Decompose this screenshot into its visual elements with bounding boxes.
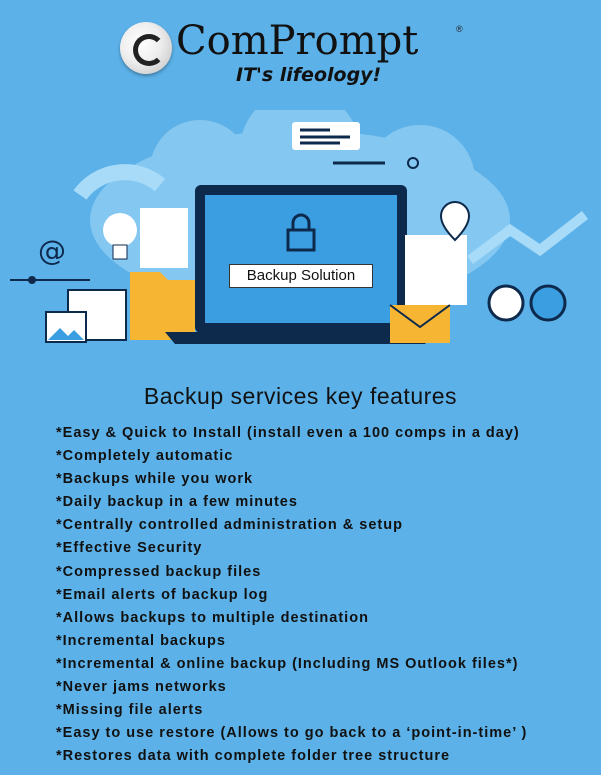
features-list: *Easy & Quick to Install (install even a… (56, 423, 527, 769)
feature-item: *Restores data with complete folder tree… (56, 748, 451, 765)
feature-item: *Centrally controlled administration & s… (56, 517, 403, 534)
lock-icon (286, 213, 316, 252)
feature-item: *Never jams networks (56, 679, 227, 696)
at-icon: @ (38, 234, 66, 267)
backup-illustration: @ (10, 110, 589, 344)
feature-item: *Incremental & online backup (Including … (56, 655, 519, 672)
pie-chart-icon (529, 284, 567, 322)
feature-item: *Effective Security (56, 540, 203, 557)
feature-item: *Allows backups to multiple destination (56, 609, 369, 626)
chart-card (405, 235, 467, 305)
feature-item: *Backups while you work (56, 471, 254, 488)
user-icon (407, 157, 419, 169)
brand-tagline: IT's lifeology! (236, 64, 382, 86)
feature-item: *Completely automatic (56, 448, 234, 465)
feature-item: *Daily backup in a few minutes (56, 494, 298, 511)
comprompt-logo: ComPrompt ® IT's lifeology! (120, 18, 480, 88)
backup-solution-label: Backup Solution (229, 264, 373, 288)
brand-name: ComPrompt (176, 18, 419, 64)
feature-item: *Incremental backups (56, 632, 226, 649)
folder-icon (130, 272, 195, 340)
feature-item: *Easy & Quick to Install (install even a… (56, 425, 520, 441)
section-title: Backup services key features (143, 383, 458, 409)
feature-item: *Missing file alerts (56, 702, 204, 719)
feature-item: *Easy to use restore (Allows to go back … (56, 725, 528, 742)
lightbulb-icon (103, 213, 137, 260)
logo-icon (120, 22, 172, 74)
document-icon (140, 208, 188, 268)
pie-segment-icon (73, 164, 166, 200)
location-pin-icon (439, 201, 471, 242)
laptop-base (165, 332, 435, 344)
feature-item: *Email alerts of backup log (56, 586, 269, 603)
feature-item: *Compressed backup files (56, 563, 262, 580)
envelope-icon (389, 304, 451, 343)
pie-chart-icon (487, 284, 525, 322)
registered-mark: ® (456, 24, 463, 34)
trend-arrow-icon (467, 211, 589, 264)
